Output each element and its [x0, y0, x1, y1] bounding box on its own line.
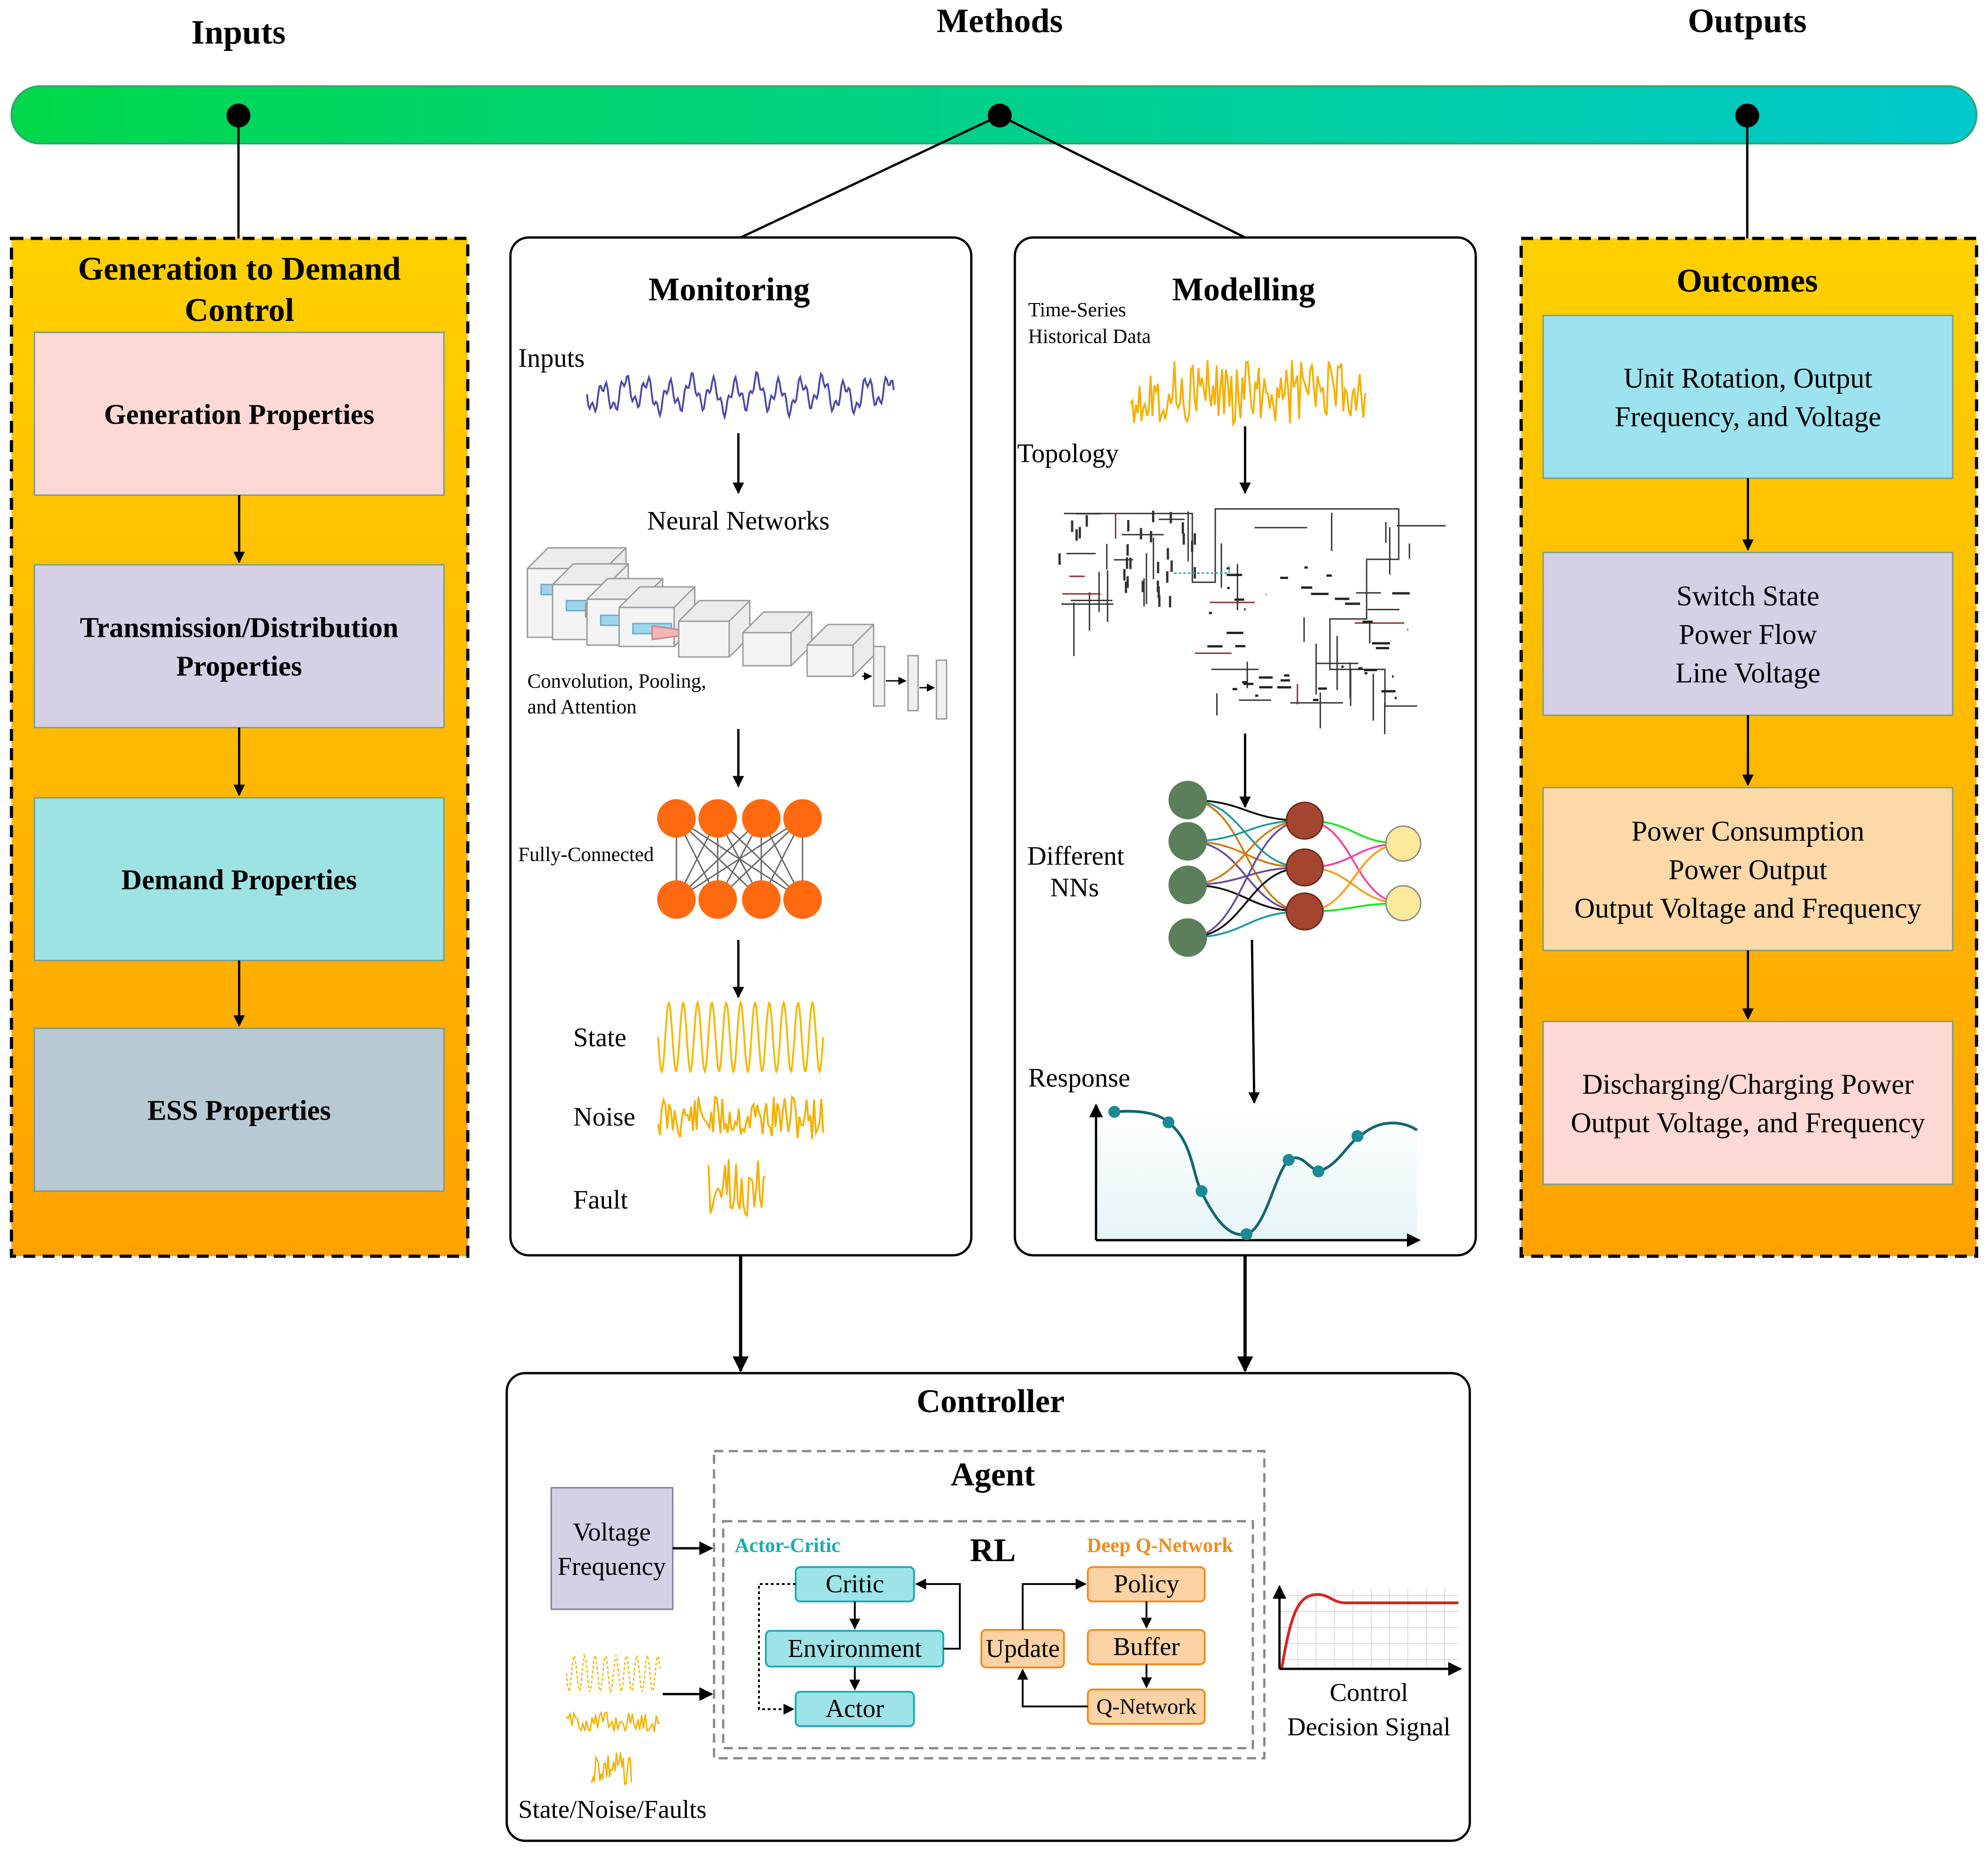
inputs-box-4-line-1: ESS Properties: [147, 1095, 331, 1126]
conv-label-line1: Convolution, Pooling,: [527, 670, 706, 692]
buffer-label: Buffer: [1113, 1633, 1180, 1661]
actor-label: Actor: [825, 1695, 884, 1723]
outputs-box-1-line-1: Unit Rotation, Output: [1623, 363, 1872, 394]
frequency-label: Frequency: [558, 1552, 666, 1581]
monitoring-title: Monitoring: [648, 271, 810, 308]
control-label-line2: Decision Signal: [1287, 1713, 1451, 1741]
inputs-box-1-line-1: Generation Properties: [104, 399, 374, 431]
outputs-box-1-line-2: Frequency, and Voltage: [1615, 402, 1881, 433]
outputs-box-4-line-1: Discharging/Charging Power: [1582, 1069, 1914, 1100]
outputs-box-3-line-1: Power Consumption: [1631, 816, 1864, 847]
outputs-box-1: [1542, 315, 1954, 479]
agent-title: Agent: [951, 1456, 1035, 1493]
control-signal-curve: [1280, 1593, 1458, 1668]
inputs-box-1: [33, 331, 445, 496]
controller-noise-signal: [565, 1710, 660, 1732]
inputs-header: Inputs: [191, 14, 286, 51]
policy-label: Policy: [1113, 1570, 1179, 1598]
fault-signal: [708, 1159, 766, 1218]
response-label: Response: [1028, 1063, 1130, 1093]
outputs-header: Outputs: [1688, 2, 1806, 40]
state-signal: [657, 999, 824, 1075]
cnn-diagram: [526, 547, 947, 720]
outputs-box-3: [1542, 787, 1954, 951]
agent-box: [713, 1450, 1266, 1760]
timeseries-signal: [1130, 360, 1366, 427]
monitoring-input-signal: [586, 370, 895, 421]
qnetwork-label: Q-Network: [1096, 1695, 1197, 1719]
inputs-box-2-line-1: Transmission/Distribution: [80, 613, 399, 644]
actor-box: [795, 1691, 915, 1727]
noise-label: Noise: [573, 1102, 635, 1132]
methods-header: Methods: [936, 2, 1063, 40]
grid-topology: [1058, 508, 1446, 734]
outcomes-title: Outcomes: [1677, 262, 1818, 299]
noise-signal: [657, 1095, 824, 1139]
connector-monitoring: [740, 114, 1001, 239]
topology-label: Topology: [1017, 438, 1119, 468]
state-noise-faults-label: State/Noise/Faults: [518, 1795, 707, 1824]
dqn-label: Deep Q-Network: [1087, 1534, 1233, 1557]
outputs-panel: Outcomes Unit Rotation, OutputFrequency,…: [1519, 237, 1978, 1258]
outputs-box-2-line-2: Power Flow: [1679, 619, 1817, 651]
outputs-box-2: [1542, 552, 1954, 716]
outputs-box-3-line-3: Output Voltage and Frequency: [1574, 893, 1922, 924]
monitoring-panel: Monitoring Inputs Neural Networks Convol…: [509, 236, 973, 1257]
different-nns-graph: [1168, 781, 1422, 957]
fully-connected-label: Fully-Connected: [518, 843, 654, 866]
connector-modelling: [999, 114, 1246, 239]
inputs-box-4: [33, 1027, 445, 1192]
response-plot: [1089, 1104, 1421, 1247]
monitoring-inputs-label: Inputs: [518, 343, 585, 373]
update-label: Update: [986, 1634, 1060, 1663]
control-label-line1: Control: [1329, 1678, 1408, 1707]
outputs-box-2-line-3: Line Voltage: [1675, 658, 1820, 689]
outputs-box-4: [1542, 1021, 1954, 1185]
fully-connected-network: [657, 799, 822, 919]
fault-label: Fault: [573, 1185, 628, 1215]
neural-networks-label: Neural Networks: [647, 506, 830, 536]
controller-fault-signal: [591, 1752, 632, 1786]
state-label: State: [573, 1022, 626, 1052]
controller-title: Controller: [917, 1383, 1065, 1419]
rl-title: RL: [970, 1532, 1016, 1568]
inputs-box-3-line-1: Demand Properties: [122, 865, 357, 896]
voltage-frequency-box: [550, 1487, 674, 1610]
controller-panel: Controller Agent RL Actor-Critic Deep Q-…: [505, 1372, 1471, 1842]
conv-label-line2: and Attention: [527, 696, 637, 718]
controller-state-signal: [565, 1653, 661, 1694]
environment-label: Environment: [788, 1634, 922, 1663]
inputs-box-2-line-2: Properties: [176, 651, 302, 682]
timeseries-label-line1: Time-Series: [1028, 298, 1126, 321]
outputs-box-3-line-2: Power Output: [1668, 855, 1827, 886]
nns-label-line1: Different: [1027, 841, 1124, 871]
outputs-box-2-line-1: Switch State: [1677, 581, 1820, 612]
critic-label: Critic: [825, 1570, 884, 1598]
inputs-panel: Generation to Demand Control Generation …: [10, 237, 470, 1258]
rl-box: [722, 1520, 1254, 1750]
timeseries-label-line2: Historical Data: [1028, 325, 1151, 348]
inputs-panel-title-line2: Control: [185, 292, 294, 328]
modelling-panel: Modelling Time-Series Historical Data To…: [1013, 236, 1477, 1257]
actor-critic-label: Actor-Critic: [735, 1534, 840, 1557]
inputs-box-2: [33, 564, 445, 729]
outputs-box-4-line-2: Output Voltage, and Frequency: [1571, 1108, 1925, 1139]
inputs-panel-title-line1: Generation to Demand: [78, 250, 401, 287]
arrow-to-response: [1248, 939, 1260, 1104]
control-signal-plot: [1273, 1585, 1462, 1676]
modelling-title: Modelling: [1172, 271, 1315, 308]
nns-label-line2: NNs: [1050, 872, 1099, 902]
voltage-label: Voltage: [573, 1518, 651, 1546]
